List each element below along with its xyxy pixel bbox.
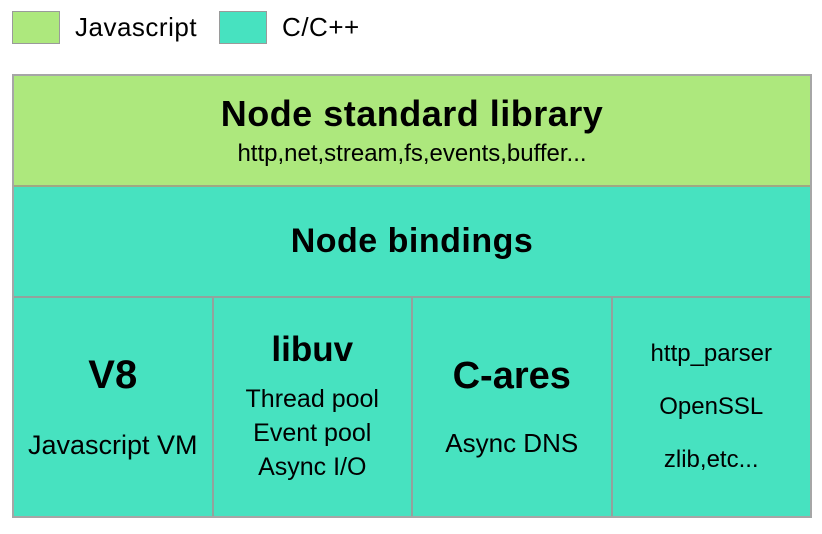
cares-subtitle: Async DNS — [445, 428, 579, 458]
misc-item-zlib: zlib,etc... — [663, 446, 759, 473]
stdlib-modules: http,net,stream,fs,events,buffer... — [237, 140, 587, 167]
legend: Javascript C/C++ — [12, 11, 360, 44]
javascript-color-swatch — [12, 11, 60, 44]
libuv-item-async-io: Async I/O — [258, 453, 367, 481]
cares-title: C-ares — [452, 355, 571, 397]
libuv-box: libuv Thread pool Event pool Async I/O — [211, 298, 411, 516]
node-bindings-box: Node bindings — [14, 187, 810, 298]
v8-subtitle: Javascript VM — [27, 430, 198, 460]
legend-item-cpp: C/C++ — [219, 11, 360, 44]
node-architecture-diagram: Node standard library http,net,stream,fs… — [12, 74, 812, 518]
misc-item-openssl: OpenSSL — [659, 393, 764, 420]
libuv-item-event-pool: Event pool — [253, 419, 372, 447]
javascript-legend-label: Javascript — [75, 12, 198, 42]
libuv-item-thread-pool: Thread pool — [245, 385, 379, 413]
v8-box: V8 Javascript VM — [14, 298, 212, 516]
legend-item-javascript: Javascript — [12, 11, 197, 44]
misc-libs-box: http_parser OpenSSL zlib,etc... — [610, 298, 810, 516]
misc-item-http-parser: http_parser — [650, 340, 772, 367]
bindings-title: Node bindings — [290, 222, 534, 260]
components-row: V8 Javascript VM libuv Thread pool Event… — [14, 298, 810, 516]
cpp-legend-label: C/C++ — [282, 12, 360, 42]
node-standard-library-box: Node standard library http,net,stream,fs… — [14, 76, 810, 187]
libuv-title: libuv — [271, 330, 354, 369]
stdlib-title: Node standard library — [220, 93, 604, 134]
cpp-color-swatch — [219, 11, 268, 44]
v8-title: V8 — [88, 353, 138, 397]
cares-box: C-ares Async DNS — [411, 298, 611, 516]
